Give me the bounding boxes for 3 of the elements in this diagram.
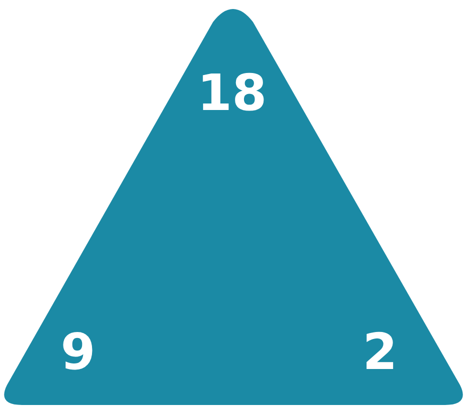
number-label: 2 [362,327,398,377]
number-label: 9 [60,327,96,377]
number-label: 18 [197,68,267,118]
